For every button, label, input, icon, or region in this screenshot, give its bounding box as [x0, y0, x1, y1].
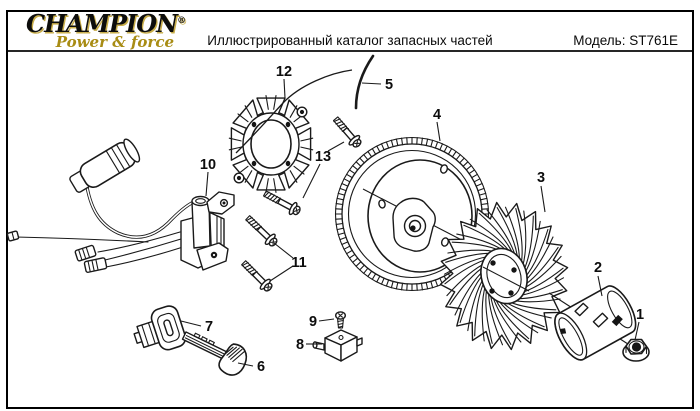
part-starter-cup	[554, 285, 637, 361]
brand-text: CHAMPION	[26, 9, 178, 38]
part-flange-nut	[622, 338, 650, 362]
callout-11: 11	[269, 242, 307, 282]
part-coil-bolts	[241, 215, 278, 292]
part-spark-plug-wire	[84, 179, 198, 239]
part-ignition-coil	[180, 191, 235, 271]
part-ignition-lock	[133, 305, 187, 351]
callout-10: 10	[200, 157, 216, 197]
callout-1-label: 1	[636, 307, 644, 323]
callout-12: 12	[276, 64, 292, 99]
callout-3-label: 3	[537, 170, 545, 186]
callout-4: 4	[433, 107, 441, 142]
callout-6: 6	[237, 359, 265, 375]
callout-9-label: 9	[309, 314, 317, 330]
callout-7-label: 7	[205, 319, 213, 335]
wire-connector	[74, 244, 97, 262]
bolt	[245, 215, 278, 247]
callout-4-label: 4	[433, 107, 441, 123]
part-lead-wire	[235, 54, 375, 154]
callout-5-label: 5	[385, 77, 393, 93]
part-stator	[228, 95, 314, 193]
callout-8-label: 8	[296, 337, 304, 353]
part-key	[181, 331, 248, 376]
part-wiring-harness	[6, 230, 184, 273]
part-fan	[439, 201, 569, 351]
callout-5: 5	[361, 77, 393, 93]
callout-9: 9	[309, 314, 335, 330]
bolt	[263, 190, 301, 216]
part-stator-bolts	[263, 116, 362, 216]
callout-11-label: 11	[291, 255, 306, 271]
callouts: 1 2 3 4 5 6 7	[180, 64, 644, 375]
part-stop-switch	[312, 329, 363, 362]
brand-name: CHAMPION®	[26, 9, 186, 38]
callout-2-label: 2	[594, 260, 602, 276]
callout-13-label: 13	[315, 149, 331, 165]
header-divider	[8, 50, 692, 52]
bolt	[241, 260, 273, 292]
callout-12-label: 12	[276, 64, 292, 80]
registered-mark: ®	[177, 16, 186, 26]
brand-slogan: Power & force	[55, 33, 174, 52]
callout-3: 3	[537, 170, 546, 213]
part-spark-plug-boot	[69, 138, 141, 193]
page-title: Иллюстрированный каталог запасных частей	[207, 33, 493, 48]
bolt	[332, 116, 362, 148]
callout-13: 13	[302, 141, 345, 199]
champion-logo: CHAMPION® Power & force	[26, 9, 186, 52]
callout-8: 8	[296, 337, 322, 353]
model-label: Модель: ST761E	[573, 33, 678, 48]
wire-connector	[83, 257, 108, 273]
callout-6-label: 6	[257, 359, 265, 375]
callout-1: 1	[634, 307, 644, 341]
callout-2: 2	[594, 260, 603, 297]
part-flywheel	[334, 136, 490, 292]
part-switch-screw	[335, 311, 347, 329]
page-border	[6, 10, 694, 409]
callout-7: 7	[180, 319, 213, 335]
callout-10-label: 10	[200, 157, 216, 173]
